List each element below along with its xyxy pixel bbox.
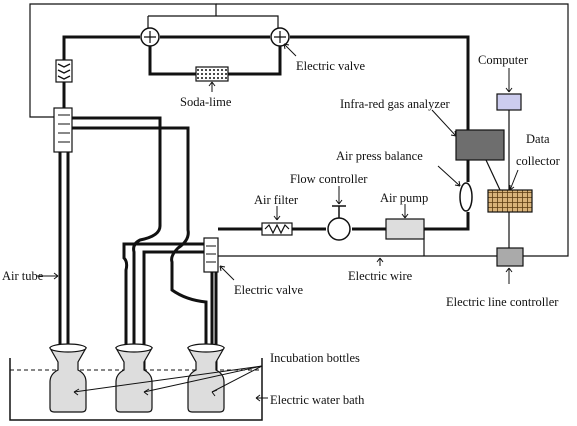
incubation-bottle-1 — [48, 343, 88, 413]
air-filter-icon — [261, 222, 293, 236]
label-electric-line-controller: Electric line controller — [446, 295, 559, 309]
top-left-valve-icon — [140, 27, 160, 47]
data-collector-box — [487, 189, 533, 213]
air-press-balance — [459, 182, 473, 212]
zigzag-filter-icon — [55, 59, 73, 83]
line-controller-box — [496, 247, 524, 267]
top-right-valve-icon — [270, 27, 290, 47]
air-pump-box — [385, 218, 425, 240]
label-air-press-balance: Air press balance — [336, 149, 423, 163]
soda-lime-canister — [195, 66, 229, 82]
gas-analyzer-box — [455, 129, 505, 161]
label-infrared-gas-analyzer: Infra-red gas analyzer — [340, 97, 450, 111]
label-electric-valve-top: Electric valve — [296, 59, 366, 73]
label-flow-controller: Flow controller — [290, 172, 368, 186]
label-soda-lime: Soda-lime — [180, 95, 232, 109]
gas-tubes — [58, 35, 470, 370]
label-air-tube: Air tube — [2, 269, 44, 283]
label-incubation-bottles: Incubation bottles — [270, 351, 360, 365]
lower-electric-valve — [203, 237, 219, 273]
upper-manifold-valve — [53, 107, 73, 153]
leader-arrows — [36, 43, 519, 402]
label-data-collector-line2: collector — [516, 154, 561, 168]
label-electric-wire: Electric wire — [348, 269, 413, 283]
computer-box — [496, 93, 522, 111]
incubation-bottle-2 — [114, 343, 154, 413]
label-electric-valve-lower: Electric valve — [234, 283, 304, 297]
flow-controller-icon — [327, 205, 351, 241]
label-data-collector-line1: Data — [526, 132, 550, 146]
label-air-filter: Air filter — [254, 193, 299, 207]
label-electric-water-bath: Electric water bath — [270, 393, 365, 407]
label-air-pump: Air pump — [380, 191, 428, 205]
label-computer: Computer — [478, 53, 529, 67]
